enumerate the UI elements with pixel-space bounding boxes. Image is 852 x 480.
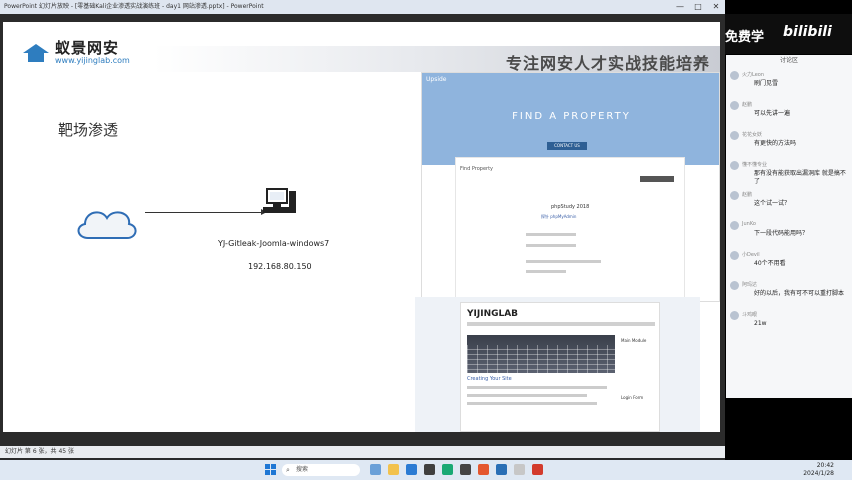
system-clock[interactable]: 20:42 2024/1/28 [803, 462, 834, 478]
text-line [467, 402, 597, 405]
joomla-banner-image [467, 335, 615, 373]
avatar [730, 191, 739, 200]
avatar [730, 251, 739, 260]
status-bar: 幻灯片 第 6 张，共 45 张 [0, 446, 725, 458]
avatar [730, 311, 739, 320]
powerpoint-window: PowerPoint 幻灯片放映 - [零基础Kali企业渗透实战演练班 - d… [0, 0, 725, 460]
bilibili-overlay: 免费学 bilibili [725, 14, 852, 54]
chat-text: 可以先讲一遍 [754, 110, 791, 117]
app-icon[interactable] [478, 464, 489, 475]
chat-text: 21w [754, 320, 767, 327]
host-name: YJ-Gitleak-Joomla-windows7 [218, 239, 330, 248]
clock-time: 20:42 [816, 462, 834, 469]
store-icon[interactable] [424, 464, 435, 475]
hero-banner: Upside FIND A PROPERTY CONTACT US [422, 73, 719, 165]
text-line [526, 260, 601, 263]
chat-text: 40个不用看 [754, 260, 786, 267]
avatar [730, 221, 739, 230]
slogan-band [153, 46, 720, 72]
taskbar-search[interactable]: ⌕ 搜索 [282, 464, 360, 476]
app-icon[interactable] [496, 464, 507, 475]
property-site-screenshot: Upside FIND A PROPERTY CONTACT US Find P… [421, 72, 720, 302]
edge-icon[interactable] [406, 464, 417, 475]
avatar [730, 281, 739, 290]
avatar [730, 101, 739, 110]
cloud-icon [77, 211, 137, 239]
joomla-side-module: Main Module [621, 338, 647, 343]
wechat-icon[interactable] [442, 464, 453, 475]
chat-username: 懂不懂专业 [742, 162, 768, 168]
text-line [526, 244, 576, 247]
powerpoint-icon[interactable] [532, 464, 543, 475]
chat-header: 讨论区 [779, 57, 798, 64]
chat-text: 下一段代码能用吗？ [754, 230, 809, 237]
overlay-text: 免费学 [725, 30, 765, 45]
chat-text: 刷门见雪 [754, 80, 779, 87]
window-title: PowerPoint 幻灯片放映 - [零基础Kali企业渗透实战演练班 - d… [4, 3, 264, 10]
chat-username: 斗鸡眼 [742, 312, 758, 318]
connection-arrow [145, 212, 265, 213]
phpstudy-links: 探针 phpMyAdmin [541, 214, 577, 219]
text-line [526, 270, 566, 273]
search-label: 搜索 [296, 466, 309, 473]
task-view-icon[interactable] [370, 464, 381, 475]
joomla-site-title: YIJINGLAB [467, 309, 519, 319]
slogan: 专注网安人才实战技能培养 [505, 54, 710, 73]
chat-username: 花花女妖 [742, 132, 763, 138]
chat-username: 赵鹏 [742, 102, 753, 108]
terminal-icon[interactable] [460, 464, 471, 475]
section-title: 靶场渗透 [58, 121, 119, 139]
avatar [730, 71, 739, 80]
logo-url: www.yijinglab.com [55, 56, 130, 65]
logo-name: 蚁景网安 [55, 39, 120, 57]
start-button[interactable] [265, 464, 276, 475]
joomla-menu [467, 322, 655, 326]
joomla-login-form: Login Form [621, 395, 644, 400]
slide[interactable]: 蚁景网安 www.yijinglab.com 专注网安人才实战技能培养 靶场渗透… [3, 22, 720, 432]
close-button[interactable]: ✕ [712, 2, 720, 11]
search-bar [640, 176, 674, 182]
phpstudy-title: phpStudy 2018 [551, 204, 590, 210]
logo-mark-icon [23, 42, 49, 64]
chat-text: 那有没有能获取出漏洞库 就是搞不了 [754, 170, 846, 185]
joomla-site-screenshot: YIJINGLAB Creating Your Site Main Module… [415, 297, 700, 432]
clock-date: 2024/1/28 [803, 470, 834, 477]
maximize-button[interactable]: □ [694, 2, 702, 11]
chat-text: 这个试一试？ [754, 200, 791, 207]
chat-username: 赵鹏 [742, 192, 753, 198]
site-brand: Upside [426, 76, 447, 83]
search-icon: ⌕ [286, 466, 290, 474]
app-icon[interactable] [514, 464, 525, 475]
slide-counter: 幻灯片 第 6 张，共 45 张 [5, 448, 74, 455]
host-ip: 192.168.80.150 [248, 262, 312, 271]
text-line [467, 394, 587, 397]
file-explorer-icon[interactable] [388, 464, 399, 475]
chat-username: 阿玛达 [742, 282, 758, 288]
window-titlebar: PowerPoint 幻灯片放映 - [零基础Kali企业渗透实战演练班 - d… [0, 0, 725, 14]
hero-title: FIND A PROPERTY [512, 111, 631, 122]
text-line [526, 233, 576, 236]
avatar [730, 131, 739, 140]
taskbar: ⌕ 搜索 20:42 2024/1/28 [0, 460, 852, 480]
company-logo: 蚁景网安 www.yijinglab.com [23, 40, 130, 66]
contact-button: CONTACT US [547, 142, 587, 150]
computer-icon [263, 188, 296, 213]
window-controls: — □ ✕ [671, 0, 725, 14]
joomla-page: YIJINGLAB Creating Your Site Main Module… [460, 302, 660, 432]
chat-username: 小Devil [742, 252, 760, 258]
chat-text: 有更快的方法吗 [754, 140, 797, 147]
bilibili-logo: bilibili [783, 24, 832, 40]
chat-username: 火力Leon [742, 72, 765, 78]
joomla-caption: Creating Your Site [467, 376, 512, 382]
chat-text: 好的以后，我有可不可以重打脚本 [754, 290, 845, 297]
search-card: Find Property phpStudy 2018 探针 phpMyAdmi… [455, 157, 685, 301]
card-title: Find Property [460, 166, 493, 172]
chat-username: JunKo [742, 221, 756, 227]
minimize-button[interactable]: — [676, 2, 684, 11]
avatar [730, 161, 739, 170]
text-line [467, 386, 607, 389]
